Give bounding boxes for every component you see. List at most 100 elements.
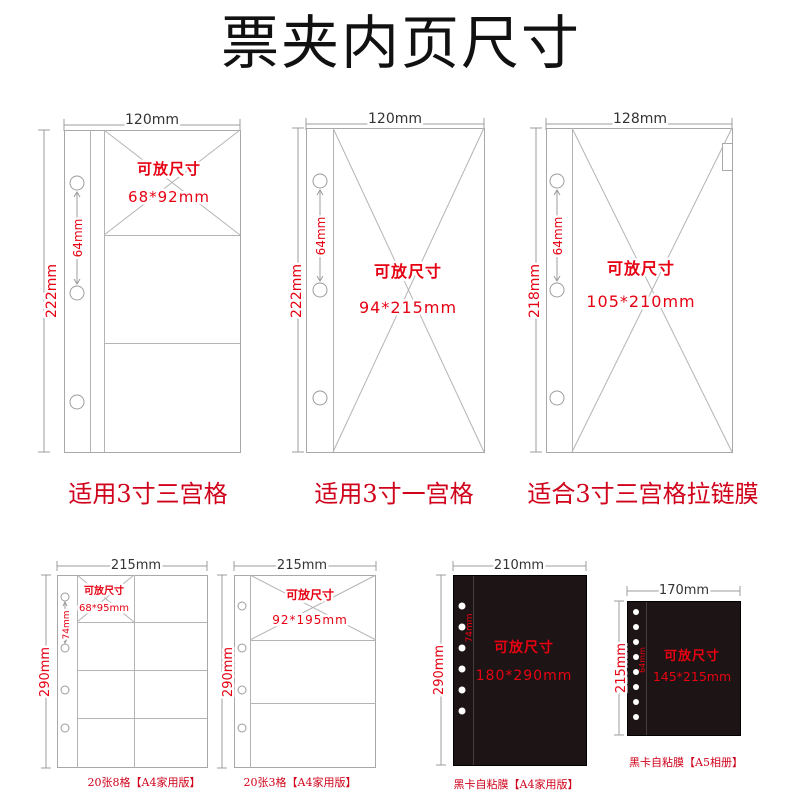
width-label: 210mm: [494, 558, 544, 573]
black-card-page: [453, 575, 587, 766]
product-caption: 20张8格【A4家用版】: [88, 775, 201, 789]
height-label: 222mm: [44, 264, 60, 318]
binding-hole: [633, 609, 639, 615]
capacity-label: 可放尺寸: [374, 262, 442, 281]
binding-hole: [549, 282, 565, 298]
capacity-size: 145*215mm: [653, 669, 731, 684]
capacity-size: 92*195mm: [272, 613, 348, 627]
width-label: 215mm: [111, 558, 161, 573]
capacity-size: 94*215mm: [359, 298, 457, 317]
capacity-label: 可放尺寸: [84, 584, 124, 597]
width-dimension-line: [233, 561, 377, 571]
binding-hole: [237, 723, 247, 733]
height-dimension-line: [436, 574, 446, 766]
insert-page-a4-eight-pocket: 215mm 290mm 74mm 可放尺寸 68*95mm 20张8格【A4家用…: [36, 556, 208, 789]
product-caption: 适用3寸三宫格: [68, 480, 227, 508]
width-dimension-line: [626, 586, 741, 596]
hole-spacing-dimension: [316, 189, 324, 282]
product-caption: 适合3寸三宫格拉链膜: [527, 480, 758, 508]
binding-hole: [633, 714, 639, 720]
binding-hole: [549, 390, 565, 406]
height-label: 290mm: [38, 647, 53, 697]
pocket-diagonal: [103, 129, 241, 236]
height-label: 218mm: [527, 264, 543, 318]
binding-hole: [458, 644, 466, 652]
page-outline: [57, 575, 208, 768]
capacity-label: 可放尺寸: [286, 587, 334, 602]
capacity-label: 可放尺寸: [137, 160, 201, 178]
binding-hole: [633, 654, 639, 660]
hole-spacing-label: 64mm: [314, 217, 328, 256]
binding-hole: [458, 623, 466, 631]
binding-hole: [458, 686, 466, 694]
hole-spacing-label: 74mm: [62, 611, 72, 640]
binding-hole: [312, 173, 328, 189]
hole-spacing-label: 74mm: [465, 614, 475, 643]
hole-spacing-label: 64mm: [638, 647, 647, 673]
width-label: 170mm: [659, 583, 709, 598]
capacity-label: 可放尺寸: [494, 639, 554, 656]
width-dimension-line: [452, 561, 587, 571]
height-label: 290mm: [221, 647, 236, 697]
binding-hole: [458, 602, 466, 610]
insert-page-3inch-three-pocket: 120mm 222mm 64mm 可放尺寸 68*92mm 适用3寸三宫格: [38, 110, 241, 508]
binding-hole: [549, 173, 565, 189]
binding-hole: [633, 699, 639, 705]
height-dimension-line: [614, 600, 624, 736]
height-dimension-line: [530, 127, 542, 453]
height-dimension-line: [41, 574, 51, 769]
binding-hole: [60, 723, 70, 733]
binding-hole: [633, 684, 639, 690]
width-label: 120mm: [368, 111, 422, 127]
hole-spacing-label: 64mm: [551, 217, 565, 256]
binding-hole: [633, 624, 639, 630]
hole-spacing-dimension: [73, 191, 81, 285]
height-dimension-line: [38, 129, 50, 453]
binding-hole: [237, 601, 247, 611]
binding-hole: [237, 643, 247, 653]
hole-spacing-dimension: [553, 189, 561, 282]
insert-page-black-card-a5: 170mm 215mm 64mm 可放尺寸 145*215mm 黑卡自粘膜【A5…: [612, 581, 743, 770]
binding-hole: [60, 643, 70, 653]
insert-page-black-card-a4: 210mm 290mm 74mm 可放尺寸 180*290mm 黑卡自粘膜【A4…: [430, 556, 587, 791]
insert-page-3inch-zipper: 128mm 218mm 64mm 可放尺寸 105*210mm 适合3寸三宫格拉…: [525, 109, 759, 509]
binding-hole: [633, 669, 639, 675]
binding-hole: [60, 685, 70, 695]
binding-hole: [69, 394, 85, 410]
hole-spacing-label: 64mm: [71, 219, 85, 258]
insert-page-a4-three-pocket: 215mm 290mm 可放尺寸 92*195mm 20张3格【A4家用版】: [217, 556, 377, 789]
binding-hole: [312, 390, 328, 406]
hole-spacing-dimension: [62, 600, 68, 645]
pocket-diagonal: [76, 574, 135, 623]
binding-hole: [633, 639, 639, 645]
product-caption: 适用3寸一宫格: [314, 480, 473, 508]
capacity-label: 可放尺寸: [607, 259, 675, 278]
page-outline: [64, 130, 241, 453]
width-dimension-line: [63, 119, 241, 131]
page-outline: [306, 128, 485, 453]
height-dimension-line: [292, 127, 304, 453]
pocket-diagonal: [332, 127, 485, 453]
height-label: 215mm: [614, 643, 629, 693]
binding-hole: [458, 665, 466, 673]
insert-page-3inch-one-pocket: 120mm 222mm 64mm 可放尺寸 94*215mm 适用3寸一宫格: [287, 109, 485, 508]
product-caption: 20张3格【A4家用版】: [244, 775, 357, 789]
capacity-size: 105*210mm: [586, 292, 695, 311]
capacity-size: 180*290mm: [476, 668, 573, 684]
height-label: 290mm: [432, 645, 447, 695]
pocket-diagonal: [571, 127, 733, 453]
capacity-label: 可放尺寸: [664, 648, 720, 664]
height-dimension-line: [217, 574, 227, 769]
pocket-diagonal: [249, 574, 377, 641]
binding-hole: [60, 592, 70, 602]
page-outline: [234, 575, 376, 768]
capacity-size: 68*92mm: [128, 188, 210, 206]
zipper-pull-tab: [722, 143, 733, 171]
width-dimension-line: [56, 561, 208, 571]
height-label: 222mm: [289, 264, 305, 318]
binding-hole: [237, 685, 247, 695]
width-label: 120mm: [125, 112, 179, 128]
binding-hole: [458, 707, 466, 715]
product-caption: 黑卡自粘膜【A4家用版】: [454, 777, 579, 791]
